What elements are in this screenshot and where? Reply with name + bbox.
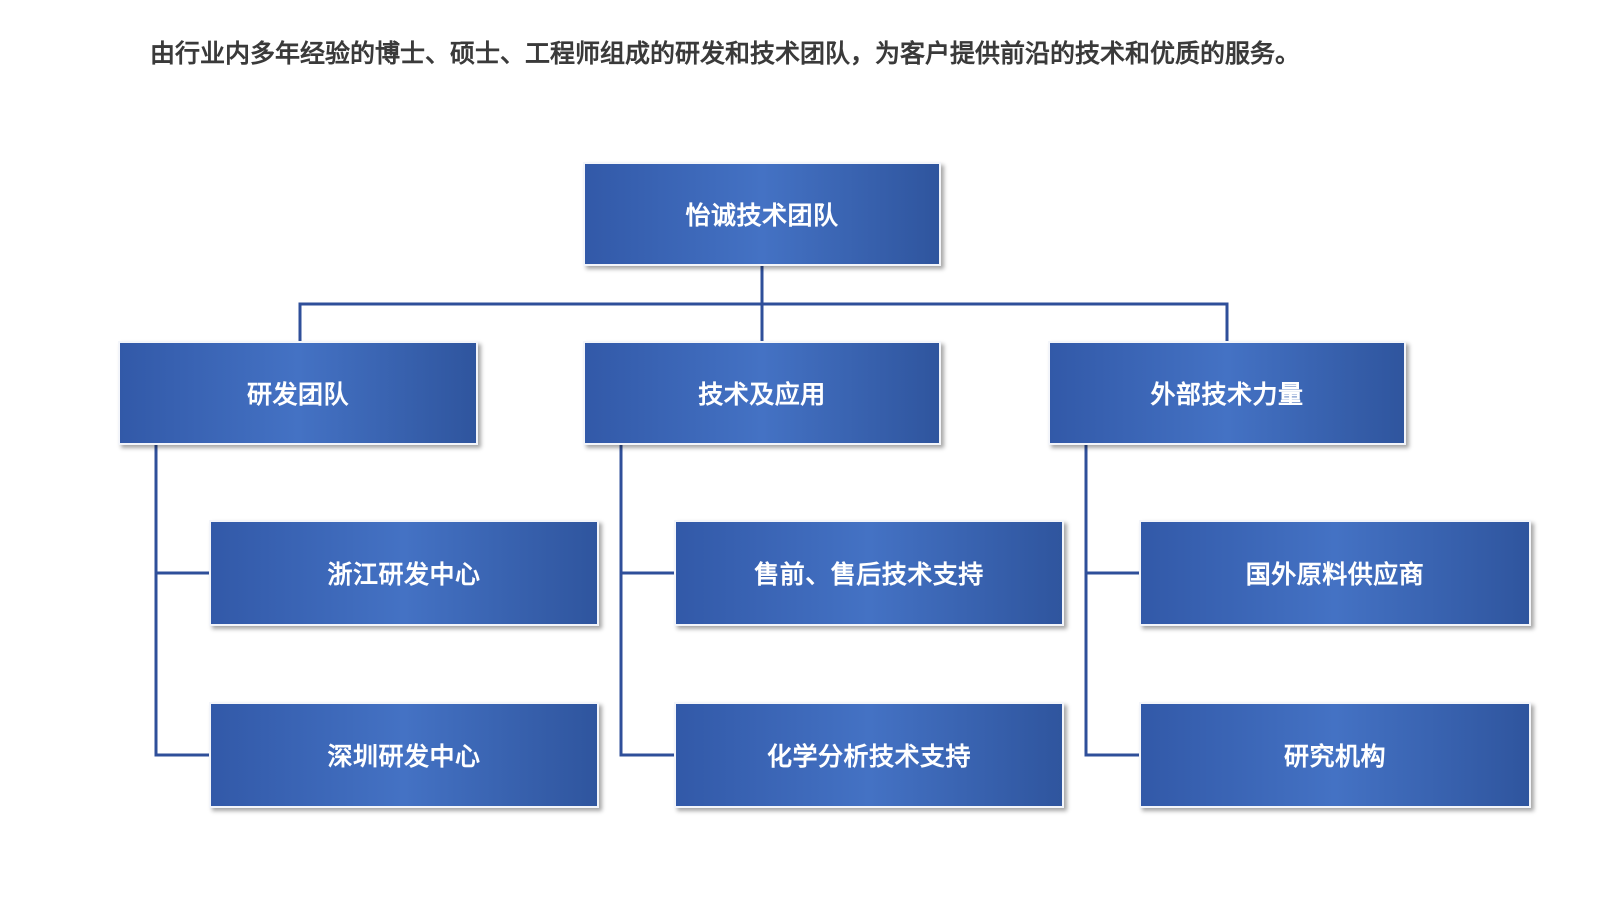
child-node-shenzhen-rnd[interactable]: 深圳研发中心 <box>209 702 599 808</box>
child-label-shenzhen-rnd: 深圳研发中心 <box>327 742 481 771</box>
org-root-label: 怡诚技术团队 <box>685 201 839 230</box>
child-node-zhejiang-rnd[interactable]: 浙江研发中心 <box>209 520 599 626</box>
child-node-presales-support[interactable]: 售前、售后技术支持 <box>674 520 1064 626</box>
branch-label-external-tech: 外部技术力量 <box>1150 380 1304 409</box>
branch-label-rnd-team: 研发团队 <box>246 380 349 409</box>
child-node-foreign-suppliers[interactable]: 国外原料供应商 <box>1139 520 1531 626</box>
child-node-research-institutes[interactable]: 研究机构 <box>1139 702 1531 808</box>
org-root-node[interactable]: 怡诚技术团队 <box>583 162 941 266</box>
child-label-presales-support: 售前、售后技术支持 <box>754 560 984 589</box>
branch-node-rnd-team[interactable]: 研发团队 <box>118 341 478 445</box>
branch-node-tech-application[interactable]: 技术及应用 <box>583 341 941 445</box>
branch-label-tech-application: 技术及应用 <box>698 380 826 409</box>
child-label-chem-analysis: 化学分析技术支持 <box>766 742 971 771</box>
child-node-chem-analysis[interactable]: 化学分析技术支持 <box>674 702 1064 808</box>
child-label-research-institutes: 研究机构 <box>1283 742 1386 771</box>
child-label-zhejiang-rnd: 浙江研发中心 <box>327 560 481 589</box>
intro-text: 由行业内多年经验的博士、硕士、工程师组成的研发和技术团队，为客户提供前沿的技术和… <box>150 39 1301 68</box>
child-label-foreign-suppliers: 国外原料供应商 <box>1245 560 1425 589</box>
branch-node-external-tech[interactable]: 外部技术力量 <box>1048 341 1406 445</box>
